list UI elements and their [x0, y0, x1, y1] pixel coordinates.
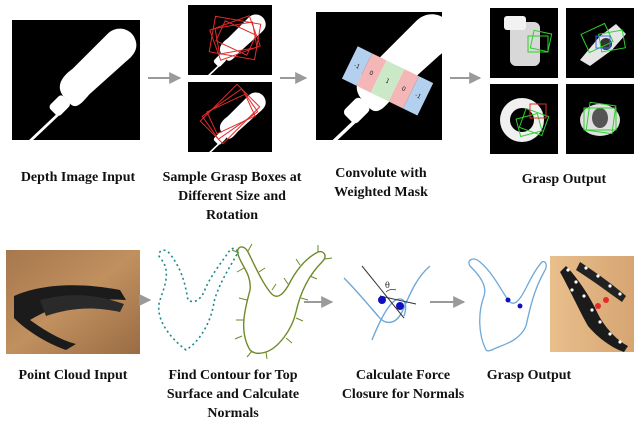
bottom-grasp-output-panel: [550, 256, 634, 352]
label-line: Normals: [207, 406, 259, 421]
mask-value-4: 0: [400, 85, 407, 93]
mask-band-2: [356, 53, 387, 93]
output-grasp-box-red: [529, 103, 547, 119]
grasp-point-1: [505, 297, 511, 303]
force-closure-panel: θ: [343, 265, 431, 341]
output-grasp-boxes-4: [583, 101, 617, 135]
label-line: Surface and Calculate: [166, 387, 300, 402]
point-contour: [157, 247, 239, 351]
mask-band-4: [388, 69, 419, 109]
contact-point-2: [396, 302, 404, 310]
mask-band-3: [370, 60, 405, 102]
grasp-point-2: [517, 303, 523, 309]
label-depth-image-input: Depth Image Input: [8, 168, 148, 187]
output-clamp: [560, 266, 628, 352]
label-point-cloud-input: Point Cloud Input: [0, 366, 146, 385]
contact-point-1: [378, 296, 386, 304]
closure-normal-1: [361, 265, 405, 319]
mask-value-3: 1: [384, 77, 391, 85]
label-line: Grasp Output: [486, 368, 572, 383]
label-line: Convolute with: [335, 166, 427, 181]
label-line: Point Cloud Input: [18, 368, 128, 383]
label-line: Sample Grasp Boxes at: [162, 170, 302, 185]
output-contact-1: [595, 303, 601, 309]
label-line: Closure for Normals: [341, 387, 465, 402]
label-line: Grasp Output: [521, 172, 607, 187]
angle-arc: [385, 289, 397, 293]
angle-label: θ: [385, 281, 390, 290]
label-calculate-force-closure: Calculate Force Closure for Normals: [328, 366, 478, 404]
sampled-grasp-boxes-top: [208, 15, 262, 61]
label-line: Weighted Mask: [334, 185, 428, 200]
output-grasp-boxes-1: [527, 29, 553, 53]
object-cup-center: [592, 108, 608, 128]
point-cloud-input-panel: [6, 250, 140, 354]
output-point-markers: [566, 266, 622, 344]
object-tool-hole: [600, 38, 612, 50]
label-sample-grasp-boxes: Sample Grasp Boxes at Different Size and…: [152, 168, 312, 225]
weighted-mask: -1 0 1 0 -1: [341, 46, 434, 116]
output-contact-2: [603, 297, 609, 303]
closure-normal-2: [379, 295, 417, 305]
normal-vectors: [231, 243, 333, 360]
output-grasp-boxes-2: [580, 22, 626, 54]
grasp-contour-panel: [468, 258, 547, 352]
sample-grasp-boxes-panel: [188, 5, 272, 163]
object-spray-bottle: [510, 22, 540, 66]
depth-image-input-panel: [12, 20, 140, 146]
closure-contour: [343, 265, 431, 341]
label-line: Different Size and: [178, 189, 286, 204]
weighted-mask-panel: -1 0 1 0 -1: [313, 12, 455, 161]
label-bottom-grasp-output: Grasp Output: [474, 366, 584, 385]
label-line: Depth Image Input: [20, 170, 136, 185]
mask-band-1: [341, 46, 373, 86]
result-contour: [468, 258, 547, 352]
top-grasp-output-panel: [490, 8, 634, 154]
label-line: Calculate Force: [355, 368, 451, 383]
contour-normals-panel: [157, 243, 333, 360]
label-convolute-weighted-mask: Convolute with Weighted Mask: [316, 164, 446, 202]
object-spray-head: [504, 16, 526, 30]
output-clamp-jaw: [576, 262, 626, 302]
label-find-contour-normals: Find Contour for Top Surface and Calcula…: [150, 366, 316, 423]
mask-value-5: -1: [414, 92, 423, 101]
output-grasp-boxes-3: [515, 107, 550, 138]
label-line: Find Contour for Top: [168, 368, 298, 383]
output-grasp-box-blue: [595, 35, 611, 49]
sampled-grasp-boxes-bottom: [199, 83, 261, 145]
mask-value-2: 0: [368, 69, 375, 77]
mask-value-1: -1: [353, 62, 362, 71]
label-top-grasp-output: Grasp Output: [494, 170, 634, 189]
contour-with-normals: [236, 246, 326, 355]
clamp-jaw: [40, 295, 124, 316]
mask-band-5: [403, 76, 434, 116]
label-line: Rotation: [205, 208, 259, 223]
